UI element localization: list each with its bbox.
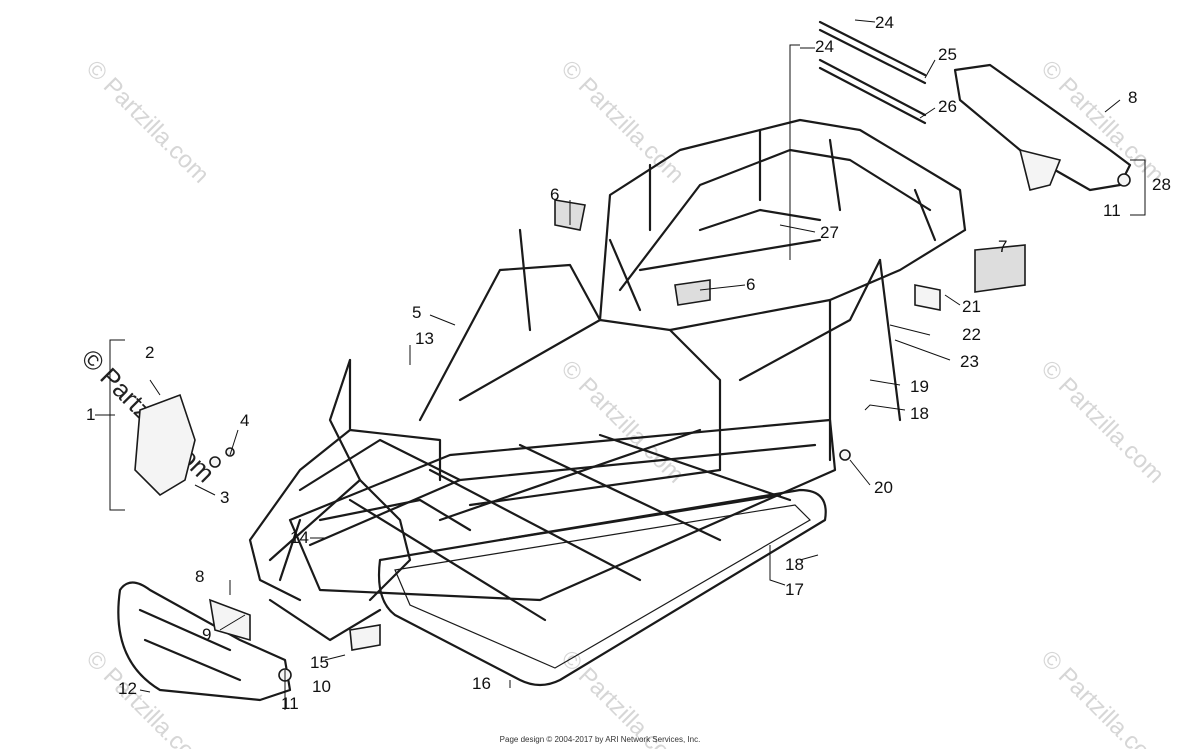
callout-label: 4 <box>240 411 249 430</box>
watermark: © Partzilla.com <box>1036 645 1169 749</box>
callout-label: 10 <box>312 677 331 696</box>
callout-label: 27 <box>820 223 839 242</box>
callout-label: 12 <box>118 679 137 698</box>
callout-label: 28 <box>1152 175 1171 194</box>
callout-label: 9 <box>202 625 211 644</box>
callout-label: 6 <box>550 185 559 204</box>
side-panel-assembly <box>109 339 235 511</box>
watermark: © Partzilla.com <box>1036 355 1169 488</box>
watermark: © Partzilla.com <box>556 55 689 188</box>
callout-label: 26 <box>938 97 957 116</box>
callout-label: 8 <box>195 567 204 586</box>
callout-label: 19 <box>910 377 929 396</box>
callout-label: 14 <box>290 528 309 547</box>
leader-lines <box>95 19 1146 710</box>
watermark: © Partzilla.com <box>556 645 689 749</box>
callout-label: 24 <box>875 13 894 32</box>
callout-label: 17 <box>785 580 804 599</box>
page-footer: Page design © 2004-2017 by ARI Network S… <box>499 735 701 744</box>
callout-label: 2 <box>145 343 154 362</box>
callout-labels: 24 24 25 26 8 28 11 6 27 7 6 21 22 5 13 … <box>86 13 1171 713</box>
watermark: © Partzilla.com <box>81 55 214 188</box>
callout-label: 22 <box>962 325 981 344</box>
callout-label: 21 <box>962 297 981 316</box>
callout-label: 20 <box>874 478 893 497</box>
callout-label: 6 <box>746 275 755 294</box>
front-bumper <box>117 581 292 702</box>
callout-label: 23 <box>960 352 979 371</box>
callout-label: 13 <box>415 329 434 348</box>
callout-label: 5 <box>412 303 421 322</box>
callout-label: 15 <box>310 653 329 672</box>
callout-label: 16 <box>472 674 491 693</box>
watermark-group: © Partzilla.com © Partzilla.com © Partzi… <box>76 55 1169 749</box>
callout-label: 24 <box>815 37 834 56</box>
callout-label: 3 <box>220 488 229 507</box>
callout-label: 8 <box>1128 88 1137 107</box>
callout-label: 18 <box>785 555 804 574</box>
skid-plate <box>377 488 827 687</box>
callout-label: 7 <box>998 237 1007 256</box>
frame-assembly <box>248 118 967 642</box>
upper-bars <box>789 20 927 260</box>
callout-label: 11 <box>1103 201 1121 220</box>
callout-label: 1 <box>86 405 95 424</box>
callout-label: 18 <box>910 404 929 423</box>
callout-label: 25 <box>938 45 957 64</box>
callout-label: 11 <box>281 694 299 713</box>
